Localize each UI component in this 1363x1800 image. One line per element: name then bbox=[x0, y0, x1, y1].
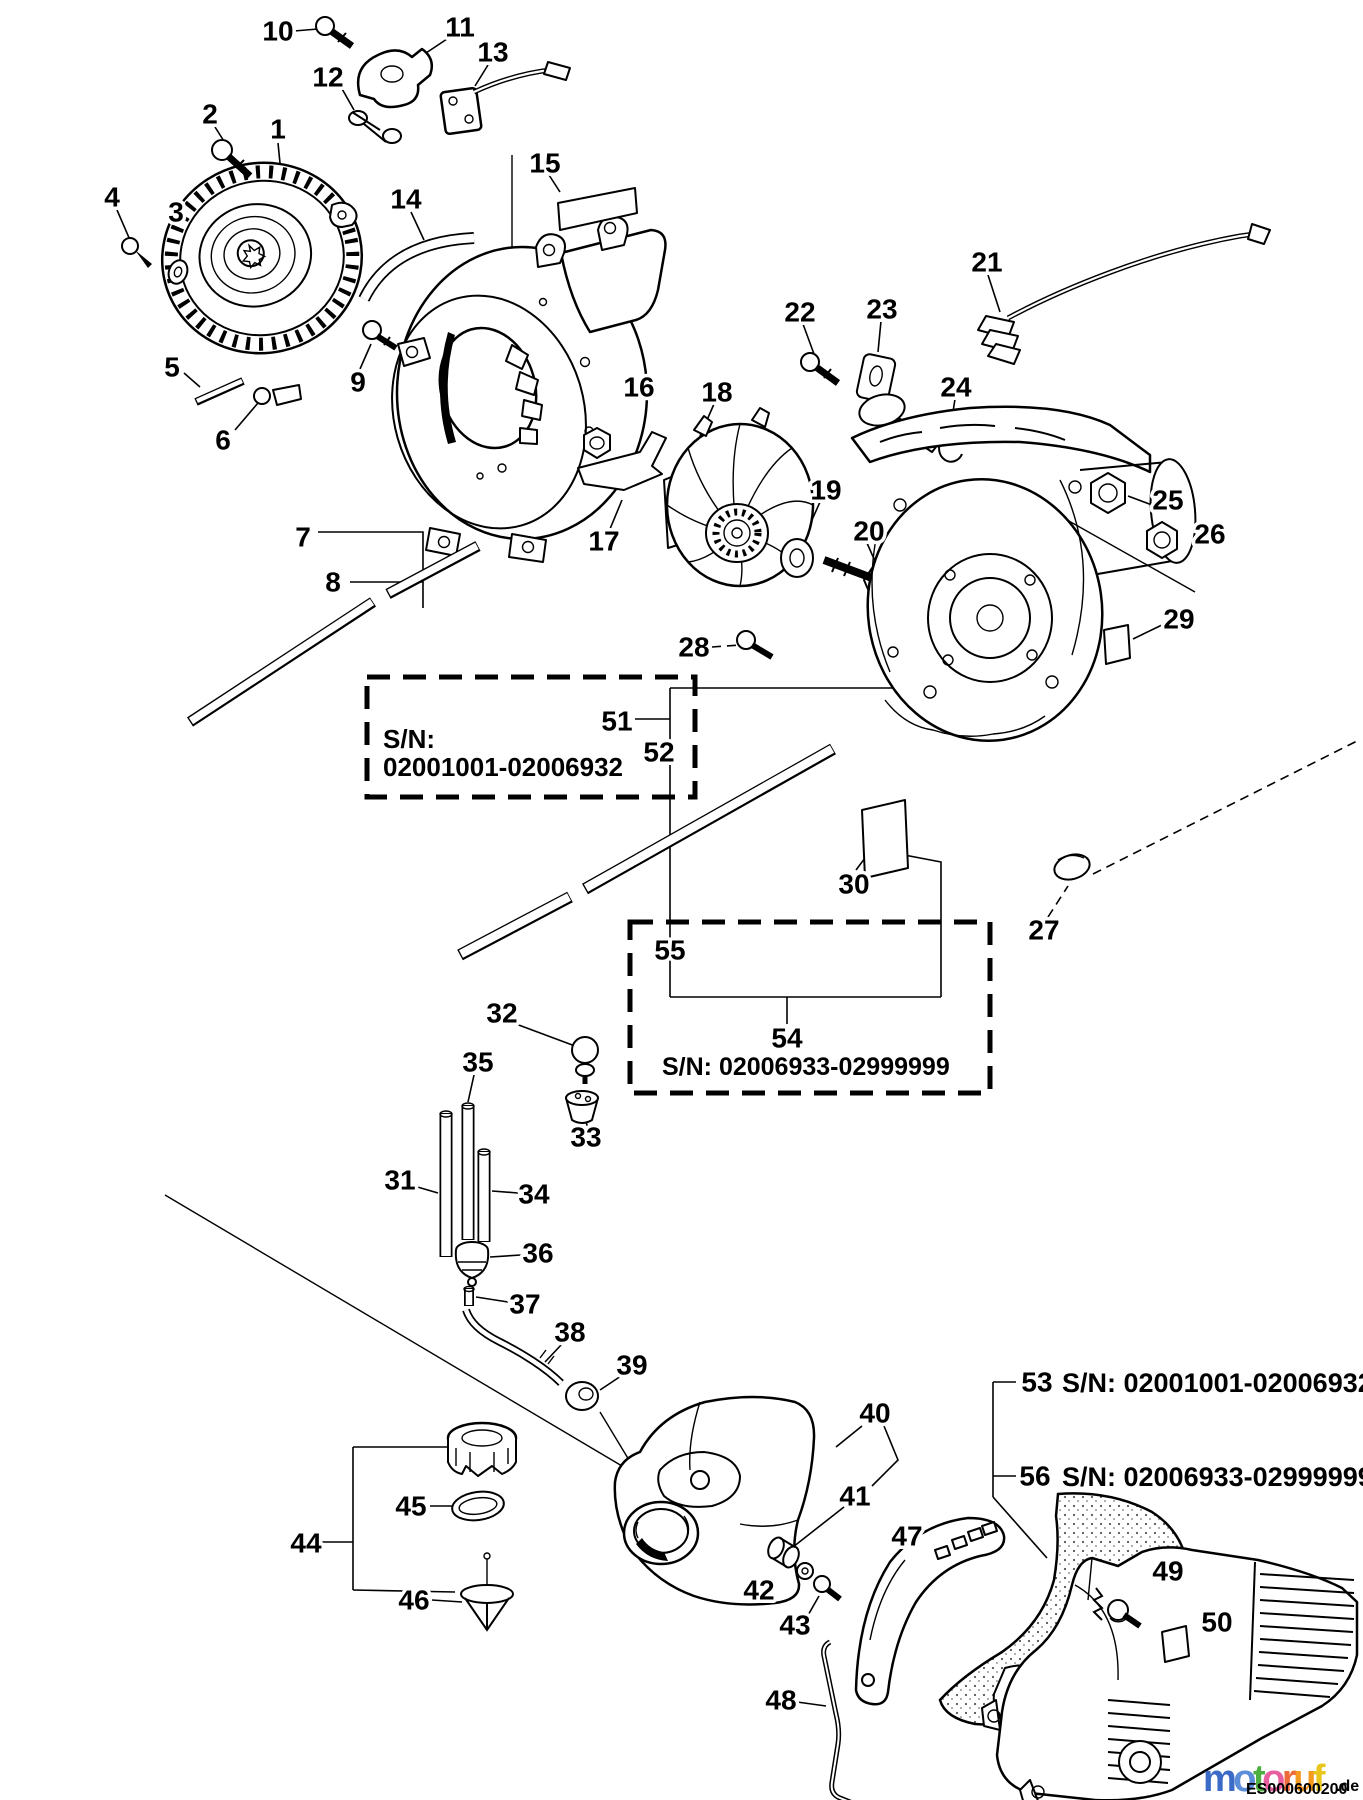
decal-30 bbox=[861, 799, 909, 879]
callout-21: 21 bbox=[971, 247, 1002, 278]
serial-callout-53: 53 S/N: 02001001-02006932 bbox=[1018, 1363, 1363, 1401]
watermark-logo: motoruf .de ES000600200 bbox=[1203, 1758, 1359, 1800]
callout-16: 16 bbox=[623, 372, 654, 403]
callout-25: 25 bbox=[1152, 485, 1183, 516]
fuel-tank-drawing bbox=[613, 1395, 842, 1606]
callout-26: 26 bbox=[1194, 519, 1225, 550]
callout-14: 14 bbox=[390, 184, 422, 215]
sn-box-new: S/N: 02006933-02999999 bbox=[627, 919, 993, 1096]
callout-51: 51 bbox=[601, 706, 632, 737]
engine-drawing bbox=[981, 1546, 1359, 1800]
callout-40: 40 bbox=[859, 1398, 890, 1429]
callout-33: 33 bbox=[570, 1122, 601, 1153]
sn-box-old: S/N: 02001001-02006932 bbox=[364, 674, 698, 800]
callout-8: 8 bbox=[325, 567, 341, 598]
callout-32: 32 bbox=[486, 998, 517, 1029]
sn-old-line2: 02001001-02006932 bbox=[383, 752, 623, 782]
serial-53-text: S/N: 02001001-02006932 bbox=[1062, 1368, 1363, 1398]
part-number-code: ES000600200 bbox=[1246, 1781, 1348, 1798]
callout-53: 53 bbox=[1021, 1367, 1052, 1398]
callout-41: 41 bbox=[839, 1481, 870, 1512]
sn-new-text: S/N: 02006933-02999999 bbox=[662, 1053, 950, 1081]
callout-37: 37 bbox=[509, 1289, 540, 1320]
callout-29: 29 bbox=[1163, 604, 1194, 635]
callout-13: 13 bbox=[477, 37, 508, 68]
sn-old-line1: S/N: bbox=[383, 724, 435, 754]
callout-45: 45 bbox=[395, 1491, 426, 1522]
callout-27: 27 bbox=[1028, 915, 1059, 946]
fuel-lines-drawing bbox=[439, 1036, 599, 1411]
decal-50 bbox=[1161, 1625, 1190, 1663]
decal-29 bbox=[1103, 624, 1131, 665]
callout-47: 47 bbox=[891, 1521, 922, 1552]
callout-49: 49 bbox=[1152, 1556, 1183, 1587]
callout-19: 19 bbox=[810, 475, 841, 506]
callout-31: 31 bbox=[384, 1165, 415, 1196]
callout-6: 6 bbox=[215, 425, 231, 456]
callout-43: 43 bbox=[779, 1610, 810, 1641]
callout-1: 1 bbox=[270, 114, 286, 145]
wiring-connector-drawing bbox=[977, 223, 1271, 365]
callout-50: 50 bbox=[1201, 1607, 1232, 1638]
decal-15 bbox=[557, 187, 638, 231]
callout-39: 39 bbox=[616, 1350, 647, 1381]
callout-22: 22 bbox=[784, 297, 815, 328]
callout-44: 44 bbox=[290, 1528, 322, 1559]
callout-10: 10 bbox=[262, 16, 293, 47]
callout-52: 52 bbox=[643, 737, 674, 768]
callout-42: 42 bbox=[743, 1575, 774, 1606]
callout-12: 12 bbox=[312, 62, 343, 93]
blower-tube-lower-drawing bbox=[457, 743, 836, 961]
crankcase-drawing bbox=[736, 405, 1197, 881]
callout-20: 20 bbox=[853, 516, 884, 547]
callout-46: 46 bbox=[398, 1585, 429, 1616]
callout-18: 18 bbox=[701, 377, 732, 408]
callout-30: 30 bbox=[838, 869, 869, 900]
fuel-cap-drawing bbox=[446, 1421, 518, 1632]
callout-24: 24 bbox=[940, 372, 972, 403]
callout-5: 5 bbox=[164, 352, 180, 383]
callout-11: 11 bbox=[445, 12, 475, 43]
callout-23: 23 bbox=[866, 294, 897, 325]
blower-tube-upper-drawing bbox=[186, 541, 481, 727]
callout-35: 35 bbox=[462, 1047, 493, 1078]
watermark-suffix: .de bbox=[1336, 1778, 1359, 1795]
serial-callout-56: 56 S/N: 02006933-02999999 bbox=[1016, 1457, 1363, 1495]
callout-15: 15 bbox=[529, 148, 560, 179]
callout-56: 56 bbox=[1019, 1461, 1050, 1492]
callout-34: 34 bbox=[518, 1179, 550, 1210]
callout-2: 2 bbox=[202, 99, 218, 130]
callout-55: 55 bbox=[654, 935, 685, 966]
callout-36: 36 bbox=[522, 1238, 553, 1269]
callout-17: 17 bbox=[588, 526, 619, 557]
ignition-module-drawing bbox=[439, 61, 571, 136]
callout-4: 4 bbox=[104, 182, 120, 213]
starter-assembly-drawing bbox=[121, 16, 398, 406]
serial-56-text: S/N: 02006933-02999999 bbox=[1062, 1462, 1363, 1492]
impeller-fan-drawing bbox=[665, 407, 893, 599]
callout-9: 9 bbox=[350, 367, 366, 398]
blower-housing-drawing bbox=[358, 215, 695, 563]
callout-3: 3 bbox=[168, 197, 184, 228]
throttle-bracket-drawing bbox=[348, 47, 433, 144]
callout-38: 38 bbox=[554, 1317, 585, 1348]
callout-54: 54 bbox=[771, 1023, 803, 1054]
callout-48: 48 bbox=[765, 1685, 796, 1716]
callout-28: 28 bbox=[678, 632, 709, 663]
callout-7: 7 bbox=[295, 522, 311, 553]
